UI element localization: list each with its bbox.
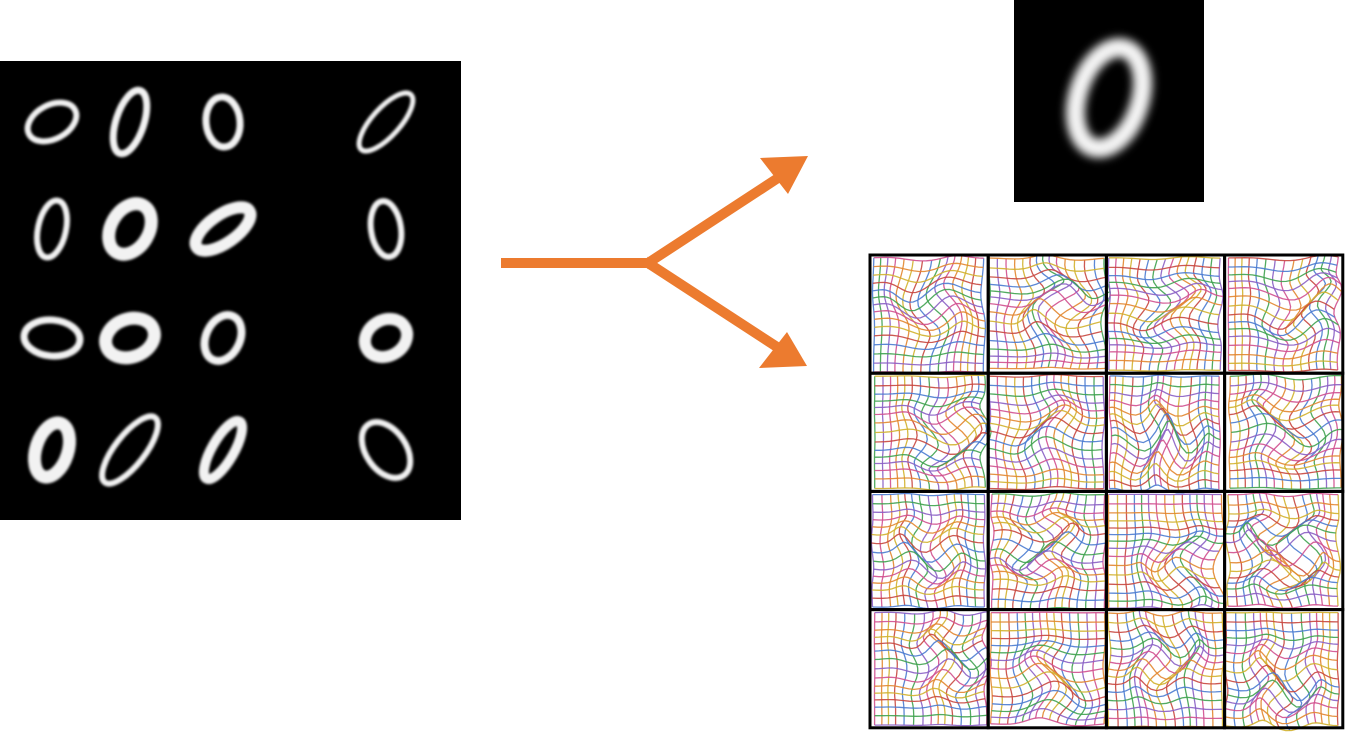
sample-zero-digit <box>99 413 161 487</box>
deformation-field-cell <box>987 373 1106 491</box>
deformation-field-cell <box>1106 609 1225 729</box>
arrow-head-up <box>760 156 808 194</box>
sample-zero-digit <box>358 312 414 364</box>
deformation-field-cell <box>1224 492 1342 609</box>
deformation-field-cell <box>1107 493 1227 612</box>
sample-zero-digit <box>109 86 151 158</box>
deformation-fields-grid <box>866 251 1347 733</box>
deformation-field-cell <box>987 254 1111 370</box>
sample-zero-digit <box>34 197 70 261</box>
deformation-field-cell <box>1108 374 1221 494</box>
sample-zero-digit <box>367 198 405 260</box>
deformation-field-cell <box>988 491 1107 611</box>
sample-zero-digit <box>356 90 416 154</box>
arrow-branch-down <box>642 256 780 352</box>
sample-zero-digit <box>189 201 257 257</box>
sample-zero-digit <box>20 316 84 360</box>
sample-zero-digit <box>27 416 77 484</box>
sample-zero-digit <box>24 99 80 145</box>
deformation-field-cell <box>1107 255 1224 372</box>
sample-zero-digit <box>99 311 161 365</box>
deformation-field-frame <box>1223 608 1345 730</box>
template-zero-shape <box>1065 38 1153 158</box>
deformation-field-cell <box>871 254 987 374</box>
sample-zero-digit <box>202 93 244 151</box>
sample-zero-digit <box>358 419 414 481</box>
arrow-branch-up <box>642 173 781 270</box>
deformation-field-cell <box>873 608 992 727</box>
template-digit-image <box>1014 0 1204 202</box>
deformation-field-cell <box>1227 254 1343 373</box>
deformation-field-cell <box>1224 611 1340 732</box>
branching-arrow <box>501 156 808 368</box>
deformation-field-frame <box>1223 371 1345 493</box>
arrow-head-down <box>759 332 807 368</box>
deformation-field-cell <box>870 492 987 610</box>
deformation-field-cell <box>1228 373 1344 490</box>
sample-zero-digit <box>102 197 158 261</box>
sample-zero-digit <box>200 311 246 365</box>
input-digit-samples-grid <box>0 61 461 520</box>
deformation-field-cell <box>989 611 1108 727</box>
deformation-field-cell <box>873 374 992 492</box>
sample-zero-digit <box>198 415 248 485</box>
